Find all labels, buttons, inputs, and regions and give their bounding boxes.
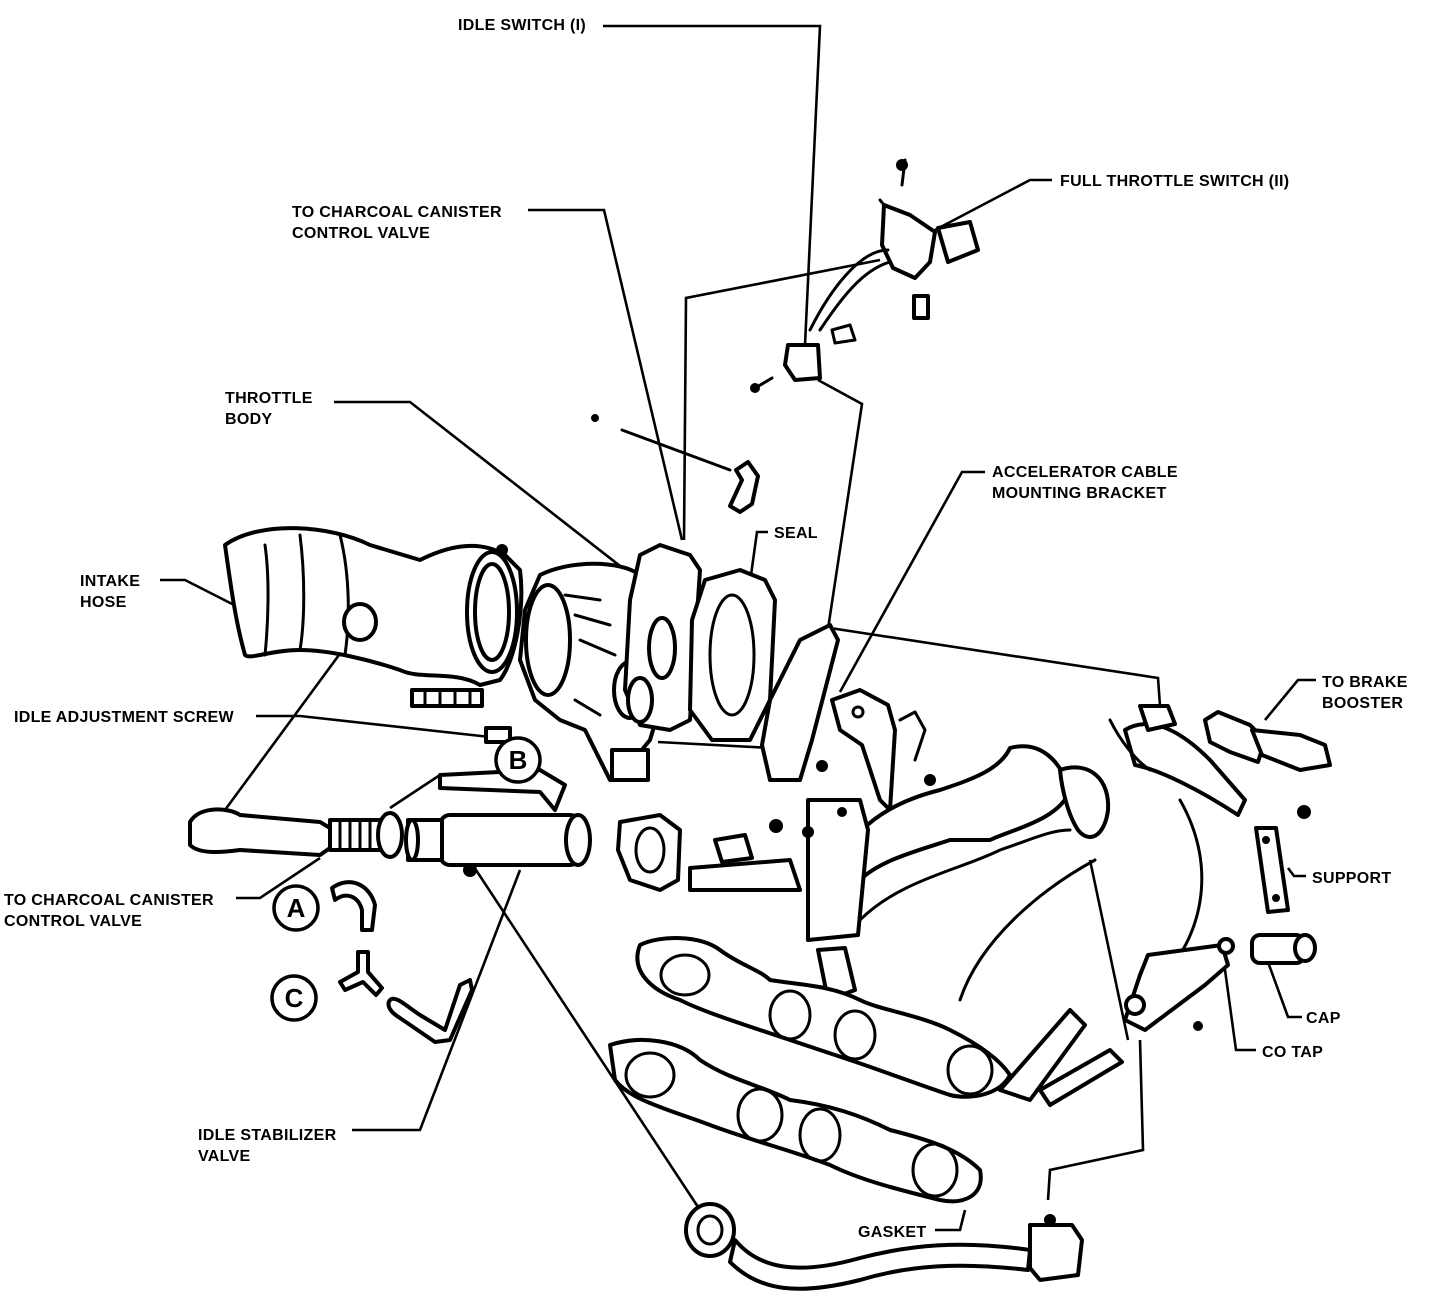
label-idle-switch: IDLE SWITCH (I) <box>458 17 586 34</box>
leader-cap <box>1266 961 1302 1019</box>
intake-manifold-part <box>838 704 1332 1002</box>
hose-c-part <box>386 978 474 1044</box>
leader-intake-hose <box>160 578 241 610</box>
label-charcoal-canister-left-line2: CONTROL VALVE <box>4 913 142 930</box>
label-charcoal-canister-left-line1: TO CHARCOAL CANISTER <box>4 892 214 909</box>
label-accelerator-bracket-line1: ACCELERATOR CABLE <box>992 464 1178 481</box>
label-throttle-body-line1: THROTTLE <box>225 390 313 407</box>
upper-gasket-part <box>635 936 1012 1099</box>
bottom-hose-part <box>684 1202 1084 1291</box>
label-idle-adjustment-screw: IDLE ADJUSTMENT SCREW <box>14 709 235 726</box>
label-brake-booster-line2: BOOSTER <box>1322 695 1403 712</box>
label-idle-stabilizer-line1: IDLE STABILIZER <box>198 1127 337 1144</box>
leader-full-throttle-switch <box>934 178 1052 232</box>
idle-stabilizer-valve-part <box>404 813 592 877</box>
connector-switch-left <box>682 258 881 541</box>
callout-c-letter: C <box>285 983 304 1013</box>
leader-gasket <box>935 1209 967 1232</box>
leader-support <box>1286 867 1306 878</box>
label-seal: SEAL <box>774 525 818 542</box>
connector-co-tap-vertical <box>1046 1039 1145 1201</box>
lower-gasket-part <box>608 1038 983 1204</box>
leader-brake-booster <box>1263 678 1316 721</box>
throttle-body-part <box>518 543 702 782</box>
mounting-plate-part <box>760 623 936 812</box>
callout-c: C <box>270 974 318 1022</box>
label-intake-hose-line1: INTAKE <box>80 573 140 590</box>
bracket-parts <box>616 798 870 1002</box>
canister-hose-top <box>591 414 760 514</box>
label-gasket: GASKET <box>858 1224 926 1241</box>
label-charcoal-canister-top-line1: TO CHARCOAL CANISTER <box>292 204 502 221</box>
label-co-tap: CO TAP <box>1262 1044 1323 1061</box>
connector-hose-end <box>223 639 352 811</box>
labels: IDLE SWITCH (I) FULL THROTTLE SWITCH (II… <box>4 17 1408 1241</box>
callout-b-letter: B <box>509 745 528 775</box>
label-cap: CAP <box>1306 1010 1341 1027</box>
leader-throttle-body <box>334 400 639 582</box>
leader-idle-stabilizer <box>352 869 522 1132</box>
leader-charcoal-canister-top <box>528 208 684 541</box>
label-idle-stabilizer-line2: VALVE <box>198 1148 250 1165</box>
idle-switch-part <box>750 323 857 393</box>
leader-lines <box>160 24 1316 1232</box>
hose-a-part <box>330 880 377 932</box>
leader-seal <box>749 530 768 576</box>
callout-b: B <box>494 736 542 784</box>
leader-accelerator-bracket <box>838 470 985 693</box>
connector-co-tap-left <box>1088 859 1130 1041</box>
tee-c-part <box>338 950 384 997</box>
connector-idle-hose <box>389 773 441 810</box>
co-tap-part <box>998 937 1235 1107</box>
connector-stabilizer-bottom <box>474 869 702 1211</box>
brake-booster-hose-part <box>1108 718 1152 772</box>
callout-a-letter: A <box>287 893 306 923</box>
hose-b-part <box>438 768 567 812</box>
label-charcoal-canister-top-line2: CONTROL VALVE <box>292 225 430 242</box>
connector-manifold-top <box>829 626 1162 707</box>
label-accelerator-bracket-line2: MOUNTING BRACKET <box>992 485 1167 502</box>
idle-adjustment-screw-part <box>410 688 512 744</box>
seal-part <box>688 568 777 742</box>
cap-part <box>1250 933 1317 965</box>
label-intake-hose-line2: HOSE <box>80 594 127 611</box>
leader-co-tap <box>1220 947 1256 1052</box>
leader-idle-adjustment-screw <box>256 714 491 739</box>
label-throttle-body-line2: BODY <box>225 411 272 428</box>
hose-left-part <box>188 807 404 859</box>
full-throttle-switch-part <box>808 158 980 332</box>
callout-a: A <box>272 884 320 932</box>
support-part <box>1254 805 1311 914</box>
leader-charcoal-canister-left <box>236 856 321 900</box>
intake-hose-part <box>223 526 524 687</box>
label-brake-booster-line1: TO BRAKE <box>1322 674 1408 691</box>
label-support: SUPPORT <box>1312 870 1391 887</box>
label-full-throttle-switch: FULL THROTTLE SWITCH (II) <box>1060 173 1289 190</box>
leader-idle-switch <box>603 24 822 346</box>
